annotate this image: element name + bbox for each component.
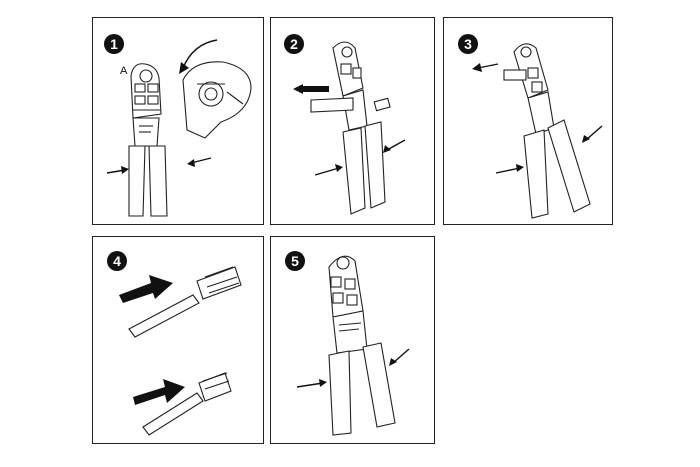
- step-5-badge: 5: [285, 251, 305, 271]
- step-4-panel: 4: [92, 236, 264, 444]
- step-3-panel: 3: [443, 17, 613, 225]
- step-4-arrow-lower: [133, 379, 185, 405]
- step-2-illustration: [293, 41, 406, 215]
- step-5-panel: 5: [270, 236, 435, 444]
- step-2-panel: 2: [270, 17, 435, 225]
- step-2-badge: 2: [284, 34, 304, 54]
- step-3-illustration: [472, 43, 603, 219]
- step-1-callout-a: A: [120, 65, 128, 77]
- step-4-badge: 4: [107, 251, 127, 271]
- step-1-panel: 1 A: [92, 17, 264, 225]
- step-5-illustration: [296, 255, 410, 436]
- step-2-arrow-body: [301, 86, 329, 92]
- step-3-badge: 3: [458, 34, 478, 54]
- step-4-illustration: [119, 266, 242, 436]
- step-1-badge: 1: [104, 34, 124, 54]
- step-4-arrow-upper: [119, 275, 173, 303]
- step-1-illustration: [106, 39, 252, 217]
